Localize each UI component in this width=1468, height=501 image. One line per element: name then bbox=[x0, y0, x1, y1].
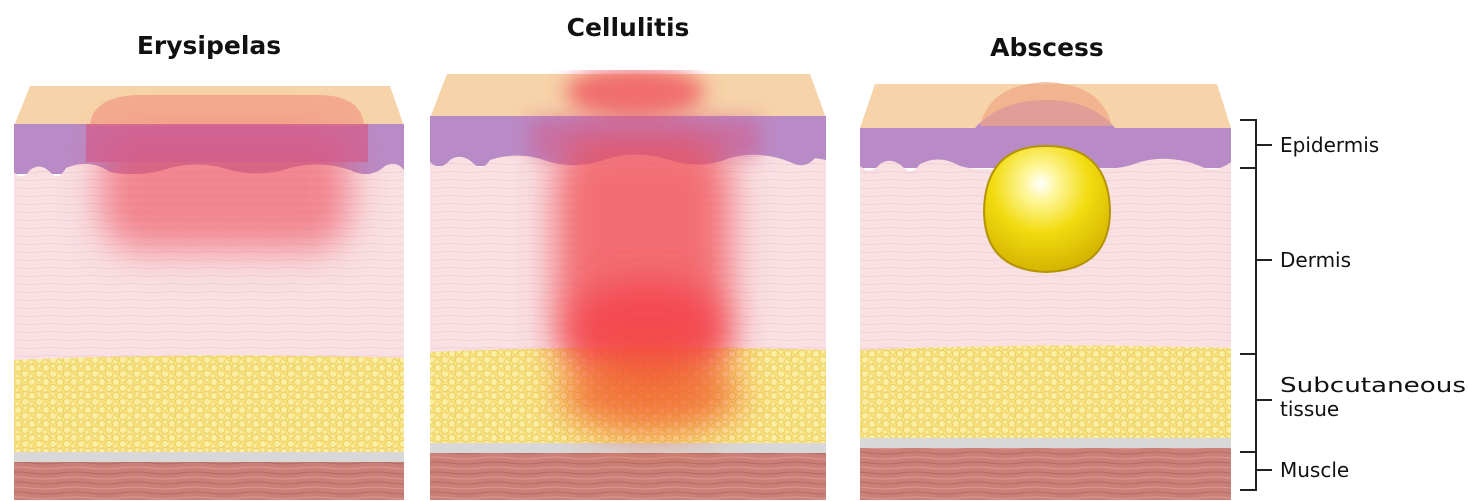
muscle-layer bbox=[430, 453, 826, 501]
fascia-layer bbox=[14, 452, 404, 462]
panel-title-abscess: Abscess bbox=[990, 33, 1104, 62]
fascia-layer bbox=[430, 443, 826, 453]
panel-title-cellulitis: Cellulitis bbox=[567, 13, 690, 42]
fascia-layer bbox=[860, 438, 1231, 448]
muscle-layer bbox=[14, 462, 404, 501]
panel-title-erysipelas: Erysipelas bbox=[137, 31, 281, 60]
lesion-band bbox=[86, 124, 368, 162]
panel-cellulitis bbox=[430, 67, 826, 501]
label-subcutaneous-line1: Subcutaneous bbox=[1280, 373, 1466, 397]
subcutaneous-layer bbox=[860, 345, 1231, 440]
inflammation-fat bbox=[560, 355, 740, 435]
layer-brackets bbox=[1240, 120, 1272, 490]
panel-erysipelas bbox=[14, 86, 404, 501]
label-dermis: Dermis bbox=[1280, 248, 1351, 272]
inflammation-top bbox=[565, 67, 705, 117]
panel-abscess bbox=[860, 82, 1231, 500]
muscle-layer bbox=[860, 448, 1231, 500]
pus-pocket bbox=[984, 146, 1110, 272]
label-epidermis: Epidermis bbox=[1280, 133, 1379, 157]
raised-lesion bbox=[90, 95, 364, 126]
label-muscle: Muscle bbox=[1280, 458, 1349, 482]
subcutaneous-layer bbox=[14, 355, 404, 455]
label-subcutaneous-line2: tissue bbox=[1280, 397, 1339, 421]
